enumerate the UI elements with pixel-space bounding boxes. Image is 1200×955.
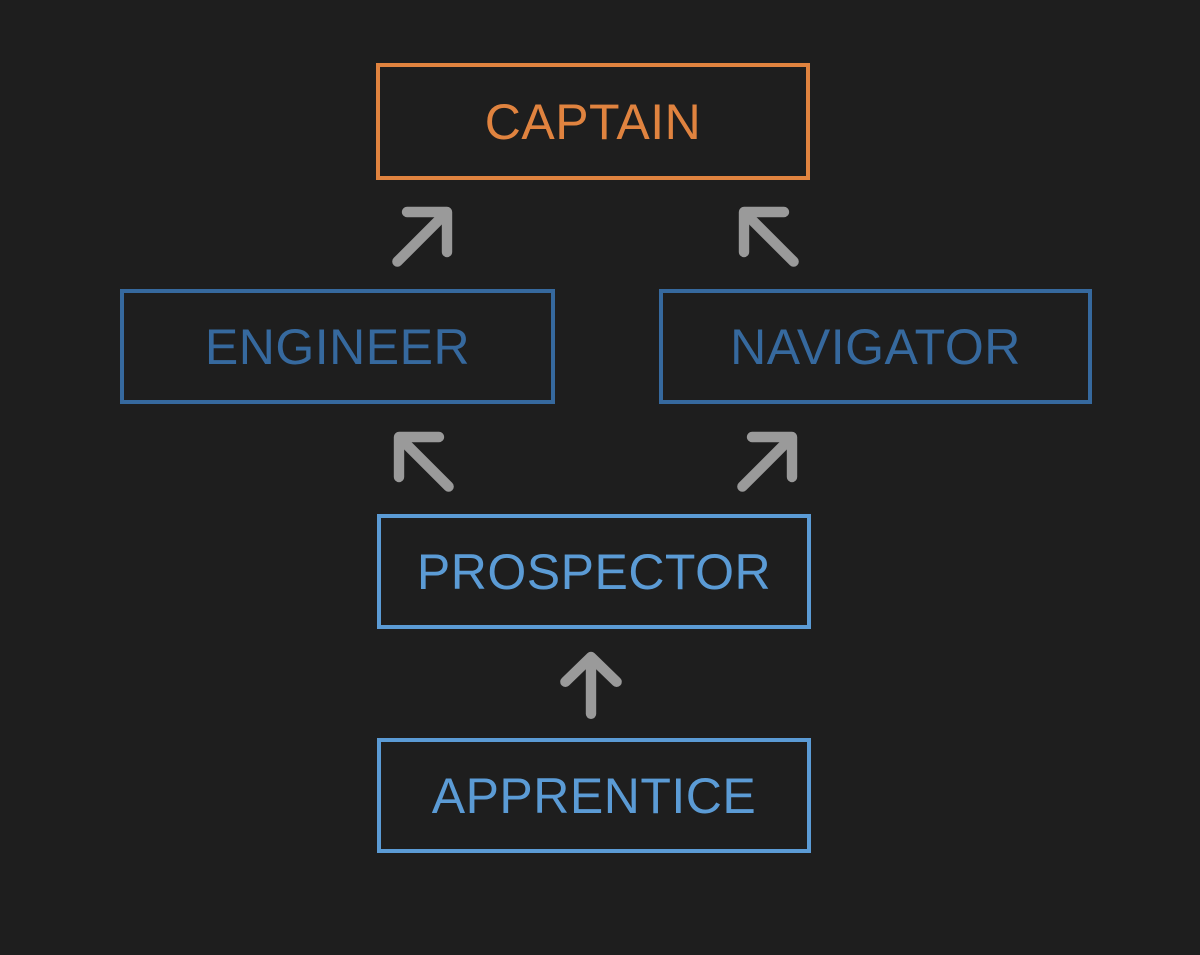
arrow-north-east-icon: [728, 421, 808, 501]
arrow-north-west-icon: [728, 196, 808, 276]
arrow-north-west-icon: [383, 421, 463, 501]
node-engineer[interactable]: ENGINEER: [120, 289, 555, 404]
arrow-north-east-icon: [383, 196, 463, 276]
node-label-engineer: ENGINEER: [204, 318, 471, 375]
node-label-prospector: PROSPECTOR: [416, 543, 772, 600]
node-label-captain: CAPTAIN: [484, 93, 702, 150]
node-captain[interactable]: CAPTAIN: [376, 63, 810, 180]
node-label-navigator: NAVIGATOR: [730, 318, 1021, 375]
arrow-up-icon: [551, 645, 631, 725]
node-label-apprentice: APPRENTICE: [431, 767, 757, 824]
node-prospector[interactable]: PROSPECTOR: [377, 514, 811, 629]
node-navigator[interactable]: NAVIGATOR: [659, 289, 1092, 404]
node-apprentice[interactable]: APPRENTICE: [377, 738, 811, 853]
